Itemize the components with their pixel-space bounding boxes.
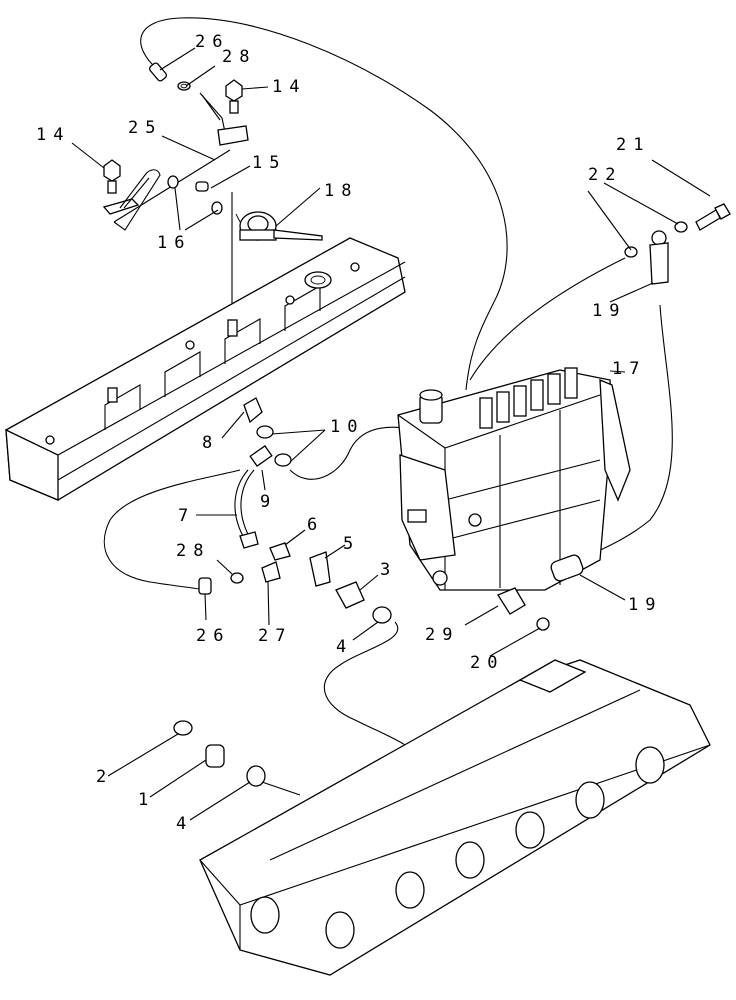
callout-22: 22 bbox=[588, 165, 622, 185]
callout-7: 7 bbox=[178, 506, 195, 526]
callout-26-top: 26 bbox=[195, 32, 229, 52]
delivery-valves bbox=[479, 367, 578, 429]
callout-9: 9 bbox=[260, 492, 277, 512]
callout-4-bottom: 4 bbox=[176, 814, 193, 834]
callout-17: 17 bbox=[612, 359, 646, 379]
callout-29: 29 bbox=[425, 625, 459, 645]
callout-21: 21 bbox=[616, 135, 650, 155]
callout-20: 20 bbox=[470, 653, 504, 673]
callout-10: 10 bbox=[330, 417, 364, 437]
callout-4-mid: 4 bbox=[336, 637, 353, 657]
valve-cover bbox=[5, 237, 406, 501]
callout-14-left: 14 bbox=[36, 125, 70, 145]
callout-5: 5 bbox=[343, 534, 360, 554]
callout-2: 2 bbox=[96, 767, 113, 787]
callout-28-top: 28 bbox=[222, 47, 256, 67]
callout-28-mid: 28 bbox=[176, 541, 210, 561]
callout-27: 27 bbox=[258, 626, 292, 646]
middle-fittings bbox=[198, 397, 550, 631]
callout-26-mid: 26 bbox=[196, 626, 230, 646]
callout-1: 1 bbox=[138, 790, 155, 810]
upper-left-fittings bbox=[102, 62, 323, 241]
callout-labels: 26 28 14 14 25 15 16 18 21 22 19 17 19 8… bbox=[36, 32, 662, 834]
callout-14-top: 14 bbox=[272, 77, 306, 97]
callout-3: 3 bbox=[380, 560, 397, 580]
callout-19-bottom: 19 bbox=[628, 595, 662, 615]
routing-lines bbox=[103, 17, 673, 746]
leader-lines bbox=[71, 47, 711, 821]
callout-6: 6 bbox=[307, 515, 324, 535]
callout-16: 16 bbox=[157, 233, 191, 253]
injection-pump bbox=[397, 367, 631, 591]
callout-8: 8 bbox=[202, 433, 219, 453]
callout-19-top: 19 bbox=[592, 301, 626, 321]
cylinder-head bbox=[173, 659, 711, 976]
callout-15: 15 bbox=[252, 153, 286, 173]
callout-25: 25 bbox=[128, 118, 162, 138]
right-upper-fittings bbox=[550, 203, 731, 582]
callout-18: 18 bbox=[324, 181, 358, 201]
